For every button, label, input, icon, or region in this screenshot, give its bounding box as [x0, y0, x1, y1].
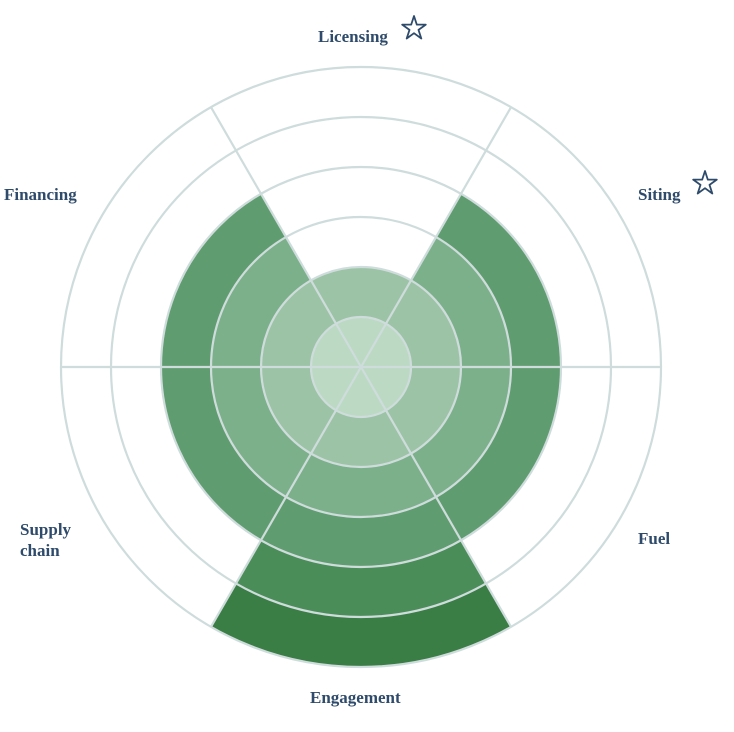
- sector-divider-6: [210, 106, 362, 368]
- label-siting: Siting: [638, 185, 681, 204]
- bar-segment-engagement-1: [336, 367, 386, 417]
- star-shape: [692, 170, 718, 195]
- label-engagement: Engagement: [310, 688, 401, 707]
- sector-divider-4: [210, 366, 362, 628]
- label-supply-chain: Supply chain: [20, 520, 72, 560]
- bar-segment-financing-3: [211, 237, 311, 367]
- bar-segment-licensing-2: [311, 267, 411, 324]
- bar-segment-fuel-3: [411, 367, 511, 497]
- label-financing: Financing: [4, 185, 77, 204]
- bar-segment-siting-2: [386, 280, 461, 367]
- chart-gridlines: [59, 65, 663, 669]
- bar-segment-engagement-6: [211, 583, 511, 667]
- star-icon: [401, 15, 427, 40]
- bar-segment-siting-3: [411, 237, 511, 367]
- star-icon: [692, 170, 718, 195]
- bar-segment-engagement-2: [311, 410, 411, 467]
- sector-divider-1: [360, 106, 512, 368]
- bar-segment-supply-chain-2: [261, 367, 336, 454]
- bar-segment-financing-4: [161, 193, 286, 367]
- bar-segment-fuel-4: [436, 367, 561, 541]
- bar-segment-licensing-1: [336, 316, 386, 367]
- bar-segment-fuel-2: [386, 367, 461, 454]
- bar-segment-siting-4: [436, 193, 561, 367]
- bar-segment-financing-2: [261, 280, 336, 367]
- sector-divider-3: [360, 366, 512, 628]
- bar-segment-supply-chain-4: [161, 367, 286, 541]
- bar-segment-engagement-3: [286, 453, 436, 517]
- ring-bands: [161, 193, 561, 667]
- bar-segment-supply-chain-3: [211, 367, 311, 497]
- bar-segment-engagement-4: [261, 496, 461, 567]
- label-licensing: Licensing: [318, 27, 388, 46]
- label-fuel: Fuel: [638, 529, 671, 548]
- star-shape: [401, 15, 427, 40]
- bar-segment-engagement-5: [236, 540, 486, 617]
